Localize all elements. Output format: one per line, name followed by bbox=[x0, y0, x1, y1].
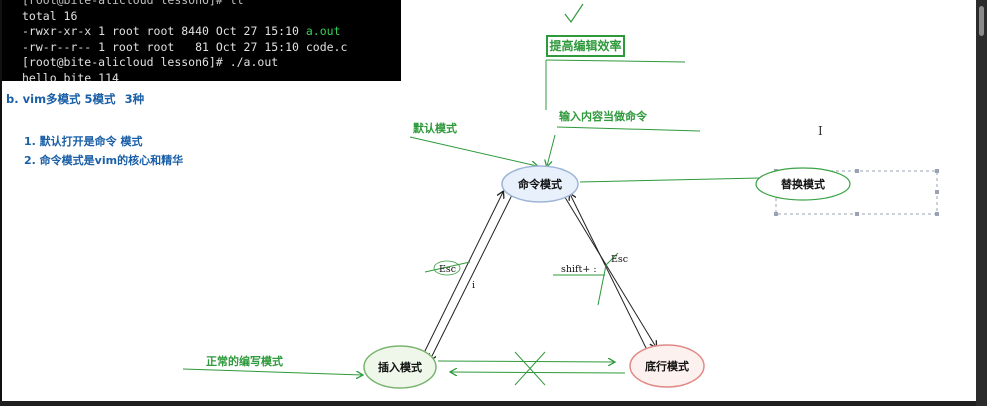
lastline-to-insert-arrow bbox=[451, 372, 626, 373]
insert-to-lastline-arrow bbox=[437, 361, 614, 362]
terminal-line: -rwxr-xr-x 1 root root 8440 Oct 27 15:10… bbox=[22, 24, 401, 40]
normal-writing-annotation: 正常的编写模式 bbox=[206, 355, 283, 368]
check-mark-icon bbox=[564, 3, 584, 24]
insert-mode-label: 插入模式 bbox=[378, 360, 422, 374]
executable-filename: a.out bbox=[305, 24, 341, 38]
insert-to-command-arrow bbox=[422, 192, 503, 356]
cross-mark-icon bbox=[514, 351, 546, 386]
vertical-scrollbar[interactable] bbox=[976, 0, 987, 406]
terminal-line: total 16 bbox=[22, 8, 78, 23]
node-lastline-mode bbox=[629, 344, 705, 388]
input-command-annotation: 输入内容当做命令 bbox=[559, 110, 647, 123]
terminal-line: -rw-r--r-- 1 root root 81 Oct 27 15:10 c… bbox=[22, 39, 348, 54]
terminal-line: hello bite 114 bbox=[22, 70, 119, 82]
command-to-insert-arrow bbox=[430, 194, 513, 360]
node-insert-mode bbox=[363, 345, 437, 389]
heading-prefix: b. bbox=[6, 92, 19, 106]
normal-writing-arrow bbox=[182, 368, 362, 375]
terminal-line: [root@bite-alicloud lesson6]# ./a.out bbox=[22, 55, 279, 69]
note-point-2: 2. 命令模式是vim的核心和精华 bbox=[24, 154, 184, 167]
default-mode-arrow bbox=[409, 136, 537, 166]
terminal-line: [root@bite-alicloud lesson6]# ll bbox=[22, 0, 244, 7]
i-key-label: i bbox=[472, 280, 475, 291]
shift-colon-label: shift+ : bbox=[561, 264, 597, 275]
command-to-lastline-arrow bbox=[562, 193, 656, 347]
text-cursor-icon: I bbox=[818, 124, 823, 138]
heading-suffix: 3种 bbox=[124, 92, 145, 106]
node-replace-mode bbox=[755, 167, 851, 201]
lastline-mode-label: 底行模式 bbox=[645, 359, 689, 373]
window-border bbox=[0, 0, 2, 406]
terminal-line-text: -rwxr-xr-x 1 root root 8440 Oct 27 15:10 bbox=[22, 24, 306, 38]
esc-left-label: Esc bbox=[439, 264, 456, 275]
note-point-1: 1. 默认打开是命令 模式 bbox=[24, 135, 143, 148]
efficiency-connector bbox=[545, 59, 686, 63]
default-mode-annotation: 默认模式 bbox=[413, 122, 457, 135]
input-command-arrow bbox=[547, 134, 556, 166]
replace-mode-label: 替换模式 bbox=[781, 177, 825, 191]
node-command-mode bbox=[501, 165, 579, 203]
lastline-to-command-arrow bbox=[570, 194, 649, 353]
window-border bbox=[0, 401, 987, 406]
replace-link bbox=[579, 177, 761, 183]
efficiency-annotation: 提高编辑效率 bbox=[546, 35, 625, 57]
command-mode-label: 命令模式 bbox=[517, 177, 562, 191]
input-command-underline bbox=[556, 126, 701, 132]
heading-text: vim多模式 5模式 bbox=[22, 92, 116, 106]
notes-heading: b. vim多模式 5模式 3种 bbox=[6, 91, 144, 107]
scrollbar-thumb[interactable] bbox=[979, 6, 984, 36]
terminal-output: [root@bite-alicloud lesson6]# ll total 1… bbox=[2, 0, 401, 81]
esc-right-label: Esc bbox=[611, 254, 628, 265]
